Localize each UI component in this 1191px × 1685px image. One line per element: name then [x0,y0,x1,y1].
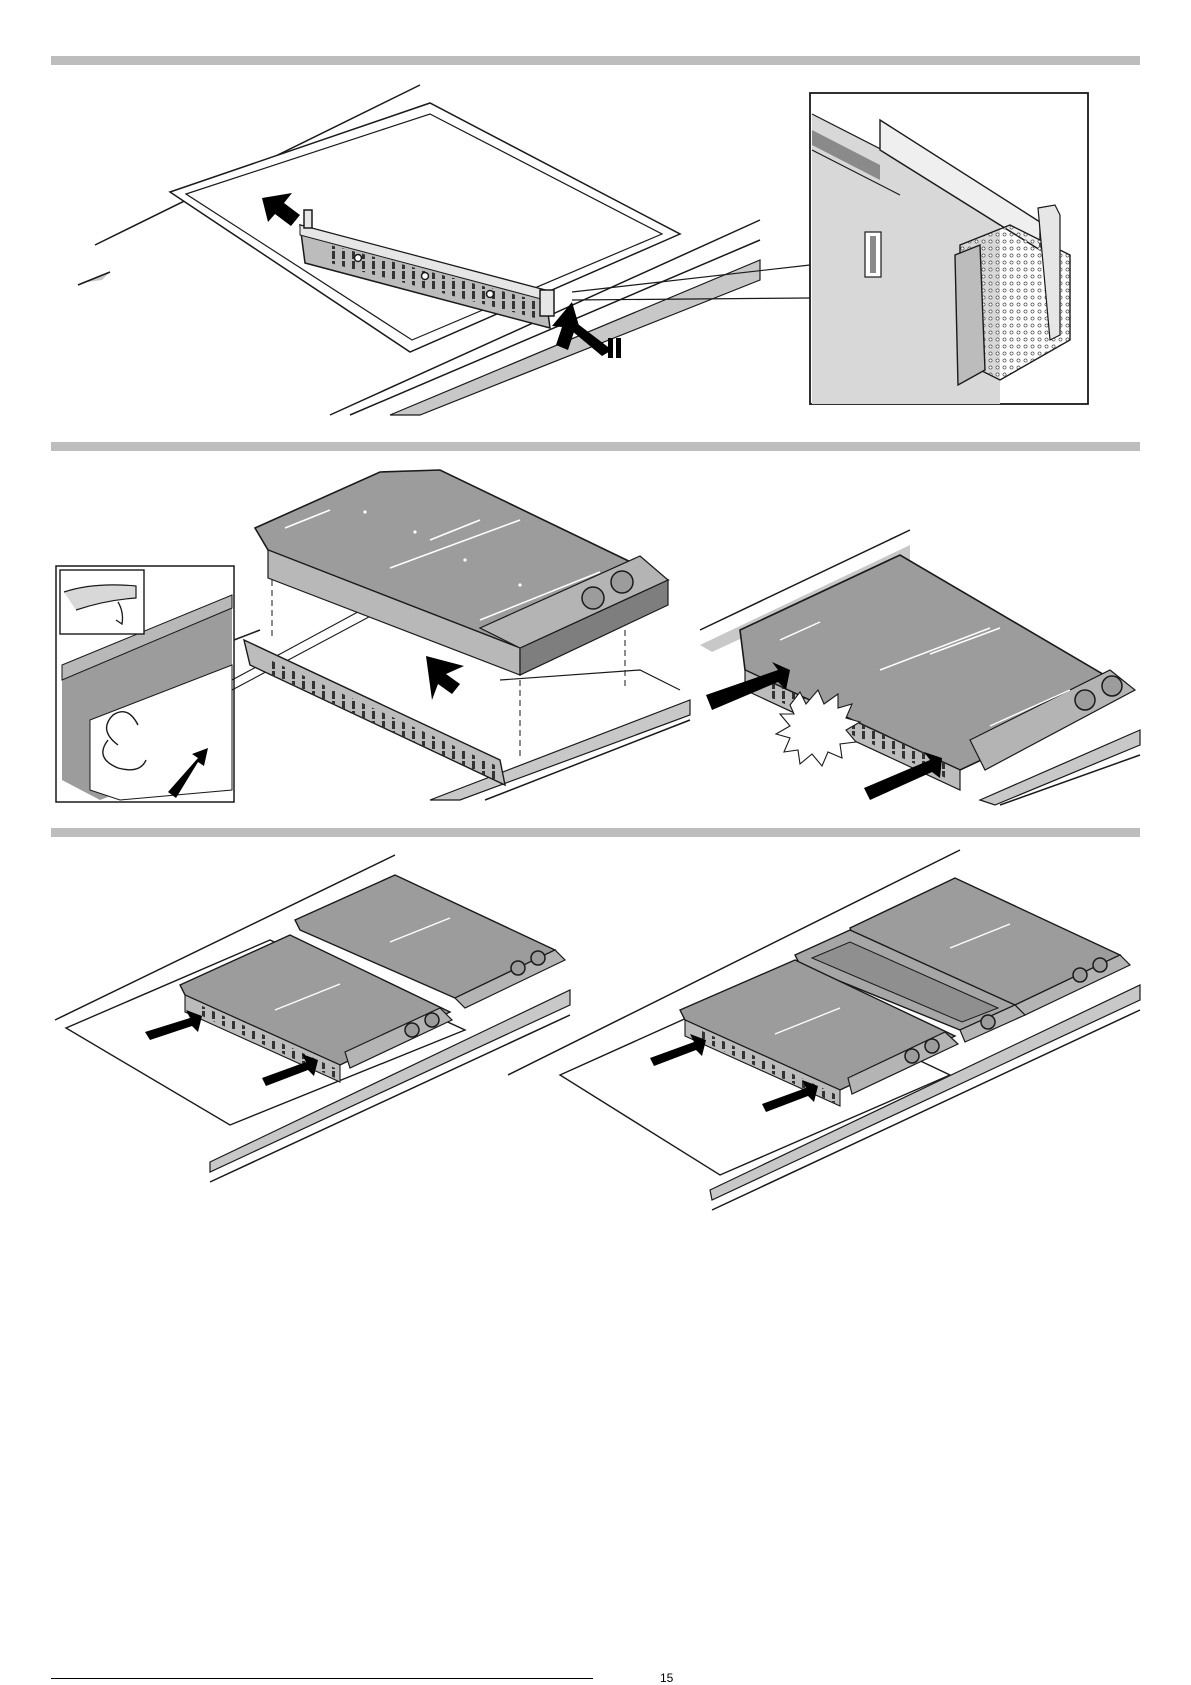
step-2-illustration [56,470,1140,805]
seal-detail-zoom-icon [56,566,234,802]
clip-detail-zoom-icon [810,93,1088,404]
two-hobs-icon [55,855,570,1182]
step-3-illustration [55,850,1140,1210]
three-hobs-icon [508,850,1140,1210]
footer-rule [51,1678,593,1679]
hob-lowering-icon [255,470,668,700]
page-number: 15 [660,1672,673,1684]
step-1-illustration [78,85,1088,415]
